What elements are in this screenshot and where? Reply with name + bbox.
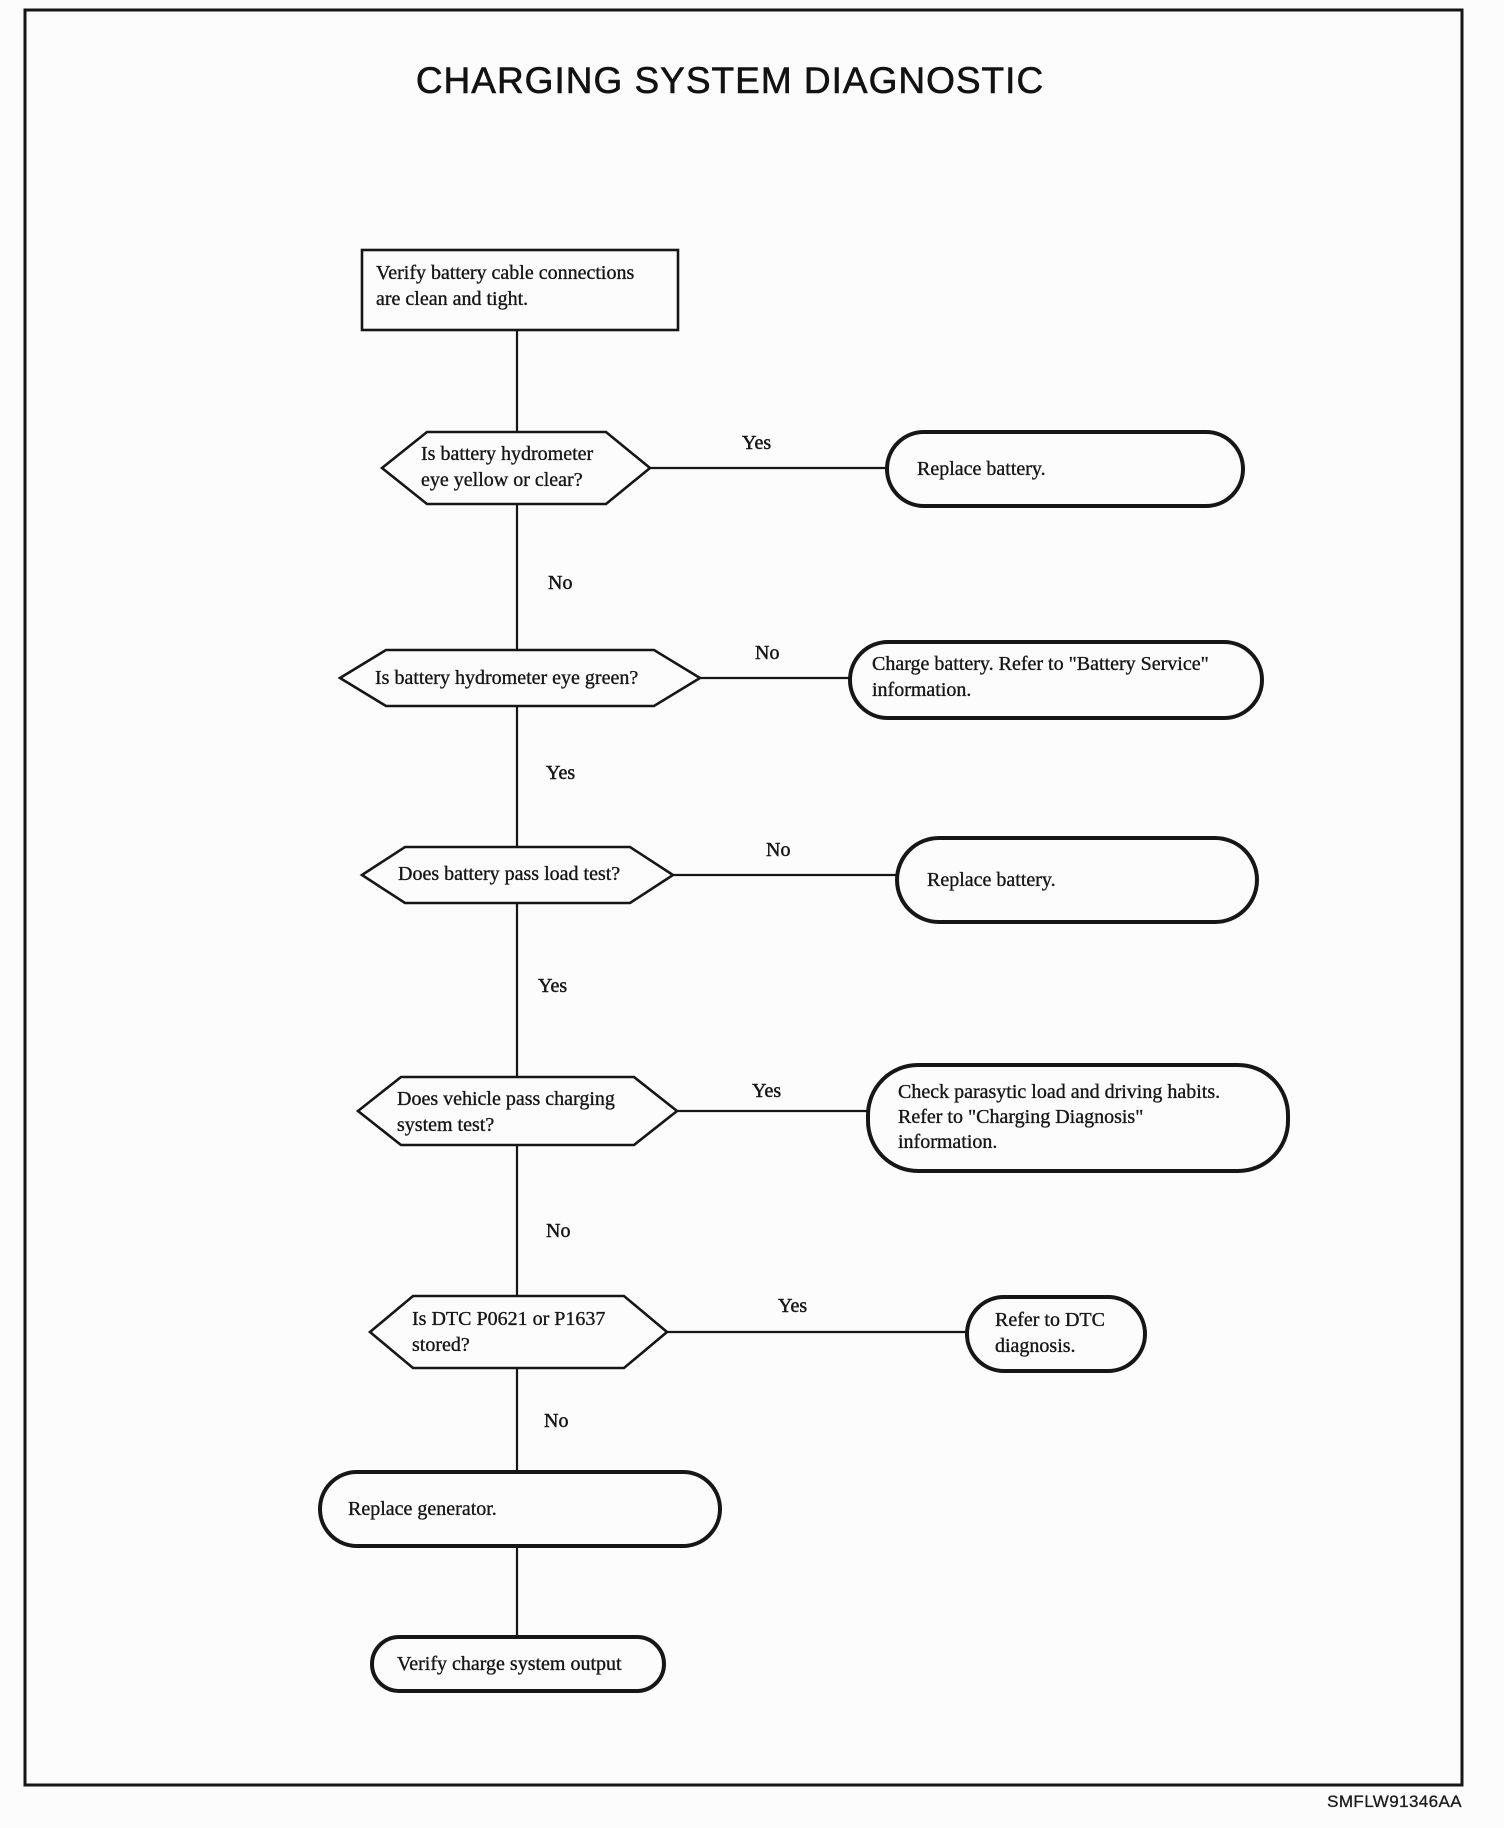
decision-3-outline	[359, 845, 676, 905]
decision-2-text: Is battery hydrometer eye green?	[375, 665, 639, 691]
decision-4-outline	[355, 1075, 680, 1147]
end-node-line: Verify charge system output	[397, 1653, 622, 1675]
decision-1-text: Is battery hydrometer eye yellow or clea…	[421, 441, 594, 493]
branch-label-d3-no: No	[766, 839, 791, 861]
result-1-text: Replace battery.	[917, 432, 1046, 506]
start-box-line: Verify battery cable connections	[376, 262, 635, 284]
result-5-line: diagnosis.	[995, 1335, 1076, 1357]
decision-2-outline	[337, 648, 703, 708]
start-box-line: are clean and tight.	[376, 288, 529, 310]
branch-label-d1-no: No	[548, 572, 573, 594]
result-1-line: Replace battery.	[917, 458, 1046, 480]
decision-5-line: Is DTC P0621 or P1637	[412, 1308, 606, 1330]
decision-3-text: Does battery pass load test?	[398, 861, 621, 887]
result-4-text: Check parasytic load and driving habits.…	[898, 1080, 1220, 1155]
decision-4-line: system test?	[397, 1114, 495, 1136]
decision-1-line: eye yellow or clear?	[421, 469, 583, 491]
result-4-line: Refer to "Charging Diagnosis"	[898, 1106, 1144, 1128]
decision-2-line: Is battery hydrometer eye green?	[375, 667, 639, 689]
decision-3-line: Does battery pass load test?	[398, 863, 621, 885]
branch-label-d3-yes: Yes	[538, 975, 568, 997]
decision-5-text: Is DTC P0621 or P1637 stored?	[412, 1306, 606, 1358]
result-2-outline	[848, 640, 1264, 720]
branch-label-d5-no: No	[544, 1410, 569, 1432]
decision-5-line: stored?	[412, 1334, 470, 1356]
result-1-outline	[885, 430, 1245, 508]
result-4-line: information.	[898, 1131, 998, 1153]
result-5-outline	[965, 1295, 1147, 1373]
branch-label-d2-no: No	[755, 642, 780, 664]
decision-1-line: Is battery hydrometer	[421, 443, 594, 465]
branch-label-d4-no: No	[546, 1220, 571, 1242]
end-node-outline	[370, 1635, 666, 1693]
decision-4-text: Does vehicle pass charging system test?	[397, 1086, 615, 1138]
replace-generator-line: Replace generator.	[348, 1498, 497, 1520]
result-5-line: Refer to DTC	[995, 1309, 1105, 1331]
result-4-outline	[866, 1063, 1290, 1173]
decision-5-outline	[367, 1294, 670, 1370]
start-box-text: Verify battery cable connections are cle…	[376, 260, 635, 312]
decision-1-outline	[379, 430, 653, 506]
branch-label-d4-yes: Yes	[752, 1080, 782, 1102]
page-border	[23, 8, 1464, 1787]
branch-label-d2-yes: Yes	[546, 762, 576, 784]
end-node-text: Verify charge system output	[397, 1637, 622, 1691]
connector-lines	[515, 330, 967, 1637]
result-4-line: Check parasytic load and driving habits.	[898, 1081, 1221, 1103]
result-3-text: Replace battery.	[927, 838, 1056, 922]
decision-4-line: Does vehicle pass charging	[397, 1088, 615, 1110]
branch-label-d5-yes: Yes	[778, 1295, 808, 1317]
branch-label-d1-yes: Yes	[742, 432, 772, 454]
result-2-line: information.	[872, 679, 972, 701]
result-2-line: Charge battery. Refer to "Battery Servic…	[872, 653, 1209, 675]
result-3-line: Replace battery.	[927, 869, 1056, 891]
replace-generator-outline	[318, 1470, 722, 1548]
figure-code: SMFLW91346AA	[1327, 1792, 1462, 1811]
page-title: CHARGING SYSTEM DIAGNOSTIC	[415, 60, 1045, 102]
replace-generator-text: Replace generator.	[348, 1472, 497, 1546]
result-2-text: Charge battery. Refer to "Battery Servic…	[872, 651, 1209, 703]
result-3-outline	[895, 836, 1259, 924]
start-box-outline	[360, 248, 680, 332]
result-5-text: Refer to DTC diagnosis.	[995, 1307, 1105, 1359]
